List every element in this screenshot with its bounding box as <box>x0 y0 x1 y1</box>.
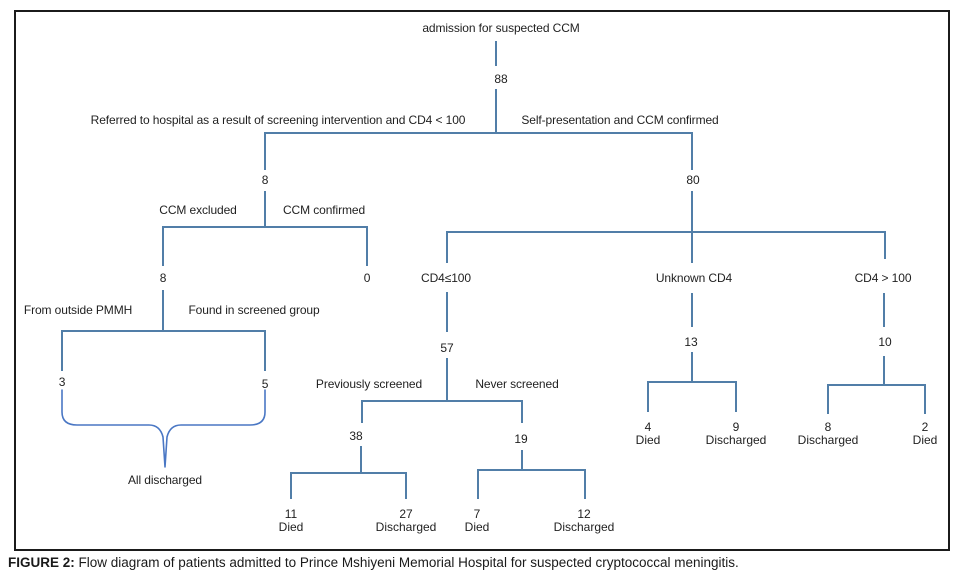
caption-prefix: FIGURE 2: <box>8 555 75 570</box>
leaf-count: 2 <box>921 420 929 434</box>
branch-cd4-gt-100-label: CD4 > 100 <box>854 271 912 285</box>
node-never-screened-count: 19 <box>514 432 528 446</box>
node-unknown-cd4-count: 13 <box>684 335 698 349</box>
branch-from-outside-pmmh-label: From outside PMMH <box>23 303 133 317</box>
branch-cd4-le-100-label: CD4≤100 <box>421 271 471 285</box>
leaf-never-screened-died: 7 Died <box>465 508 490 534</box>
leaf-label: Died <box>912 433 938 447</box>
node-previously-screened-count: 38 <box>349 429 363 443</box>
node-ccm-confirmed-count: 0 <box>363 271 371 285</box>
leaf-unknown-cd4-died: 4 Died <box>636 421 661 447</box>
leaf-previously-screened-died: 11 Died <box>279 508 304 534</box>
node-cd4-gt-100-count: 10 <box>878 335 892 349</box>
leaf-label: Discharged <box>553 520 615 534</box>
node-from-outside-pmmh-count: 3 <box>58 375 66 389</box>
leaf-count: 7 <box>473 507 481 521</box>
branch-referred-label: Referred to hospital as a result of scre… <box>90 113 466 127</box>
leaf-never-screened-discharged: 12 Discharged <box>554 508 615 534</box>
figure-caption: FIGURE 2: Flow diagram of patients admit… <box>8 555 739 570</box>
node-found-in-screened-group-count: 5 <box>261 377 269 391</box>
leaf-cd4-gt-100-died: 2 Died <box>913 421 938 447</box>
branch-never-screened-label: Never screened <box>475 377 559 391</box>
leaf-count: 11 <box>284 507 298 521</box>
branch-ccm-confirmed-label: CCM confirmed <box>282 203 366 217</box>
branch-unknown-cd4-label: Unknown CD4 <box>655 271 733 285</box>
leaf-count: 9 <box>732 420 740 434</box>
leaf-label: Died <box>278 520 304 534</box>
leaf-count: 8 <box>824 420 832 434</box>
node-root-count: 88 <box>494 72 508 86</box>
leaf-count: 27 <box>399 507 413 521</box>
node-self-presentation-count: 80 <box>686 173 700 187</box>
leaf-cd4-gt-100-discharged: 8 Discharged <box>798 421 859 447</box>
leaf-label: Discharged <box>375 520 437 534</box>
node-referred-count: 8 <box>261 173 269 187</box>
branch-previously-screened-label: Previously screened <box>315 377 423 391</box>
node-cd4-le-100-count: 57 <box>440 341 454 355</box>
leaf-label: Died <box>635 433 661 447</box>
node-ccm-excluded-count: 8 <box>159 271 167 285</box>
branch-found-in-screened-group-label: Found in screened group <box>188 303 320 317</box>
node-root-label: admission for suspected CCM <box>422 21 580 35</box>
leaf-label: Discharged <box>705 433 767 447</box>
leaf-count: 4 <box>644 420 652 434</box>
node-all-discharged-label: All discharged <box>128 473 202 487</box>
leaf-label: Died <box>464 520 490 534</box>
caption-text: Flow diagram of patients admitted to Pri… <box>74 555 739 570</box>
leaf-label: Discharged <box>797 433 859 447</box>
figure-border <box>14 10 950 551</box>
leaf-unknown-cd4-discharged: 9 Discharged <box>706 421 767 447</box>
branch-self-presentation-label: Self-presentation and CCM confirmed <box>521 113 719 127</box>
leaf-count: 12 <box>577 507 591 521</box>
branch-ccm-excluded-label: CCM excluded <box>159 203 237 217</box>
leaf-previously-screened-discharged: 27 Discharged <box>376 508 437 534</box>
